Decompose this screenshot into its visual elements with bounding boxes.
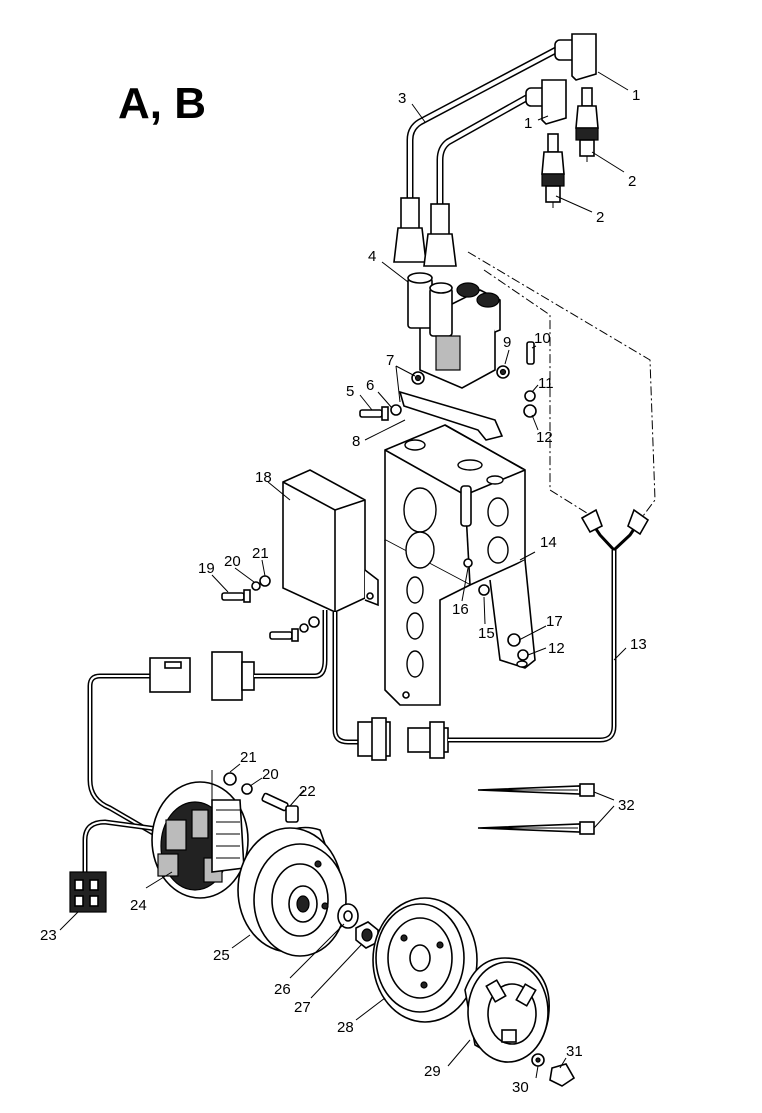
callout-1b: 1 <box>524 115 532 132</box>
callout-5: 5 <box>346 383 354 400</box>
callout-23: 23 <box>40 927 57 944</box>
mounting-frame-drawing <box>384 424 536 706</box>
callout-1a: 1 <box>632 87 640 104</box>
spark-plugs-drawing <box>541 87 599 208</box>
callout-11: 11 <box>538 375 554 392</box>
callout-30: 30 <box>512 1079 529 1096</box>
cable-ties-drawing <box>477 783 595 835</box>
callout-10: 10 <box>534 330 551 347</box>
callout-2b: 2 <box>596 209 604 226</box>
callout-20a: 20 <box>224 553 241 570</box>
stator-drawing <box>69 770 299 913</box>
wiring-drawing <box>87 508 650 843</box>
callout-29: 29 <box>424 1063 441 1080</box>
diagram-title: A, B <box>118 79 206 128</box>
spark-plug-caps-drawing <box>525 33 597 125</box>
callout-19: 19 <box>198 560 215 577</box>
callout-26: 26 <box>274 981 291 998</box>
callout-15: 15 <box>478 625 495 642</box>
callout-18: 18 <box>255 469 272 486</box>
starter-pulley-drawing <box>372 897 478 1023</box>
callout-28: 28 <box>337 1019 354 1036</box>
flywheel-drawing <box>237 826 347 957</box>
cdi-box-drawing <box>221 469 379 642</box>
coil-mount-hardware-drawing <box>359 341 537 441</box>
callout-31: 31 <box>566 1043 583 1060</box>
callout-3: 3 <box>398 90 406 107</box>
callout-9: 9 <box>503 334 511 351</box>
callout-14: 14 <box>540 534 557 551</box>
leader-lines <box>59 71 629 1079</box>
ignition-coil-drawing <box>407 272 501 389</box>
callout-27: 27 <box>294 999 311 1016</box>
callout-25: 25 <box>213 947 230 964</box>
callout-22: 22 <box>299 783 316 800</box>
callout-21a: 21 <box>252 545 269 562</box>
callout-2a: 2 <box>628 173 636 190</box>
callout-labels: 1 1 2 2 3 4 5 6 7 8 9 10 11 12 12 13 14 … <box>40 87 647 1096</box>
callout-17: 17 <box>546 613 563 630</box>
callout-7: 7 <box>386 352 394 369</box>
callout-4: 4 <box>368 248 376 265</box>
callout-13: 13 <box>630 636 647 653</box>
callout-21b: 21 <box>240 749 257 766</box>
ground-wire-dashlines <box>467 251 656 521</box>
callout-32: 32 <box>618 797 635 814</box>
callout-16: 16 <box>452 601 469 618</box>
callout-12a: 12 <box>536 429 553 446</box>
callout-12b: 12 <box>548 640 565 657</box>
callout-24: 24 <box>130 897 147 914</box>
starter-cup-drawing <box>464 957 576 1087</box>
washer-and-nut-drawing <box>337 903 379 949</box>
callout-8: 8 <box>352 433 360 450</box>
ignition-cable-drawing <box>393 44 562 267</box>
callout-6: 6 <box>366 377 374 394</box>
callout-20b: 20 <box>262 766 279 783</box>
